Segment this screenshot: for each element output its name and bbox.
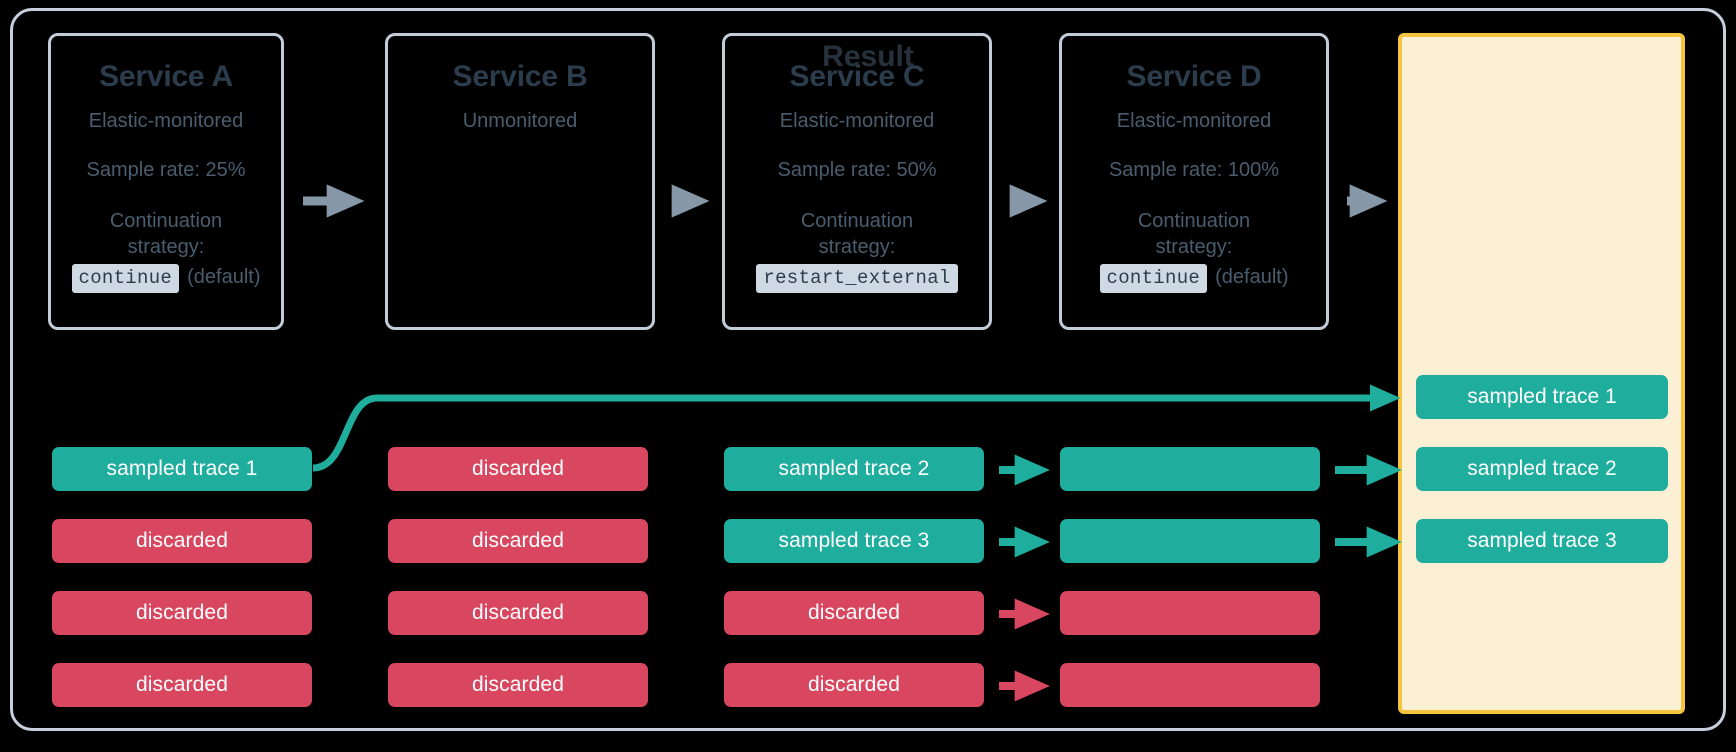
- service-d-title: Service D: [1126, 60, 1262, 93]
- service-a-continuation-label: Continuation strategy:: [109, 210, 223, 259]
- service-a-title: Service A: [99, 60, 233, 93]
- service-d-continuation-label: Continuation strategy:: [1137, 210, 1251, 259]
- result-list-item: sampled trace 3: [1416, 519, 1668, 563]
- list-item: discarded: [388, 519, 648, 563]
- service-c-sample-rate: Sample rate: 50%: [777, 159, 937, 181]
- service-c-continuation-label: Continuation strategy:: [800, 210, 914, 259]
- service-b-monitoring: Unmonitored: [462, 110, 578, 132]
- service-a-monitoring: Elastic-monitored: [88, 110, 244, 132]
- list-item: sampled trace 3: [724, 519, 984, 563]
- list-item: discarded: [52, 663, 312, 707]
- result-list-item: sampled trace 1: [1416, 375, 1668, 419]
- result-title: Result: [822, 40, 914, 73]
- list-item: discarded: [724, 591, 984, 635]
- service-d-monitoring: Elastic-monitored: [1116, 110, 1272, 132]
- list-item: [1060, 519, 1320, 563]
- service-card-c: Service C Elastic-monitored Sample rate:…: [722, 33, 992, 330]
- service-b-title: Service B: [452, 60, 588, 93]
- result-list-item: sampled trace 2: [1416, 447, 1668, 491]
- service-card-d: Service D Elastic-monitored Sample rate:…: [1059, 33, 1329, 330]
- service-a-strategy-chip: continue: [71, 263, 180, 293]
- service-a-strategy-note: (default): [187, 265, 261, 288]
- list-item: sampled trace 1: [52, 447, 312, 491]
- service-card-a: Service A Elastic-monitored Sample rate:…: [48, 33, 284, 330]
- list-item: discarded: [388, 447, 648, 491]
- service-a-sample-rate: Sample rate: 25%: [86, 159, 246, 181]
- list-item: discarded: [724, 663, 984, 707]
- service-d-strategy-row: continue (default): [1099, 263, 1289, 293]
- outer-frame: [10, 8, 1726, 731]
- service-c-strategy-row: restart_external: [756, 263, 958, 293]
- service-d-sample-rate: Sample rate: 100%: [1108, 159, 1280, 181]
- service-c-strategy-chip: restart_external: [756, 263, 958, 293]
- list-item: discarded: [388, 663, 648, 707]
- list-item: sampled trace 2: [724, 447, 984, 491]
- service-d-strategy-chip: continue: [1099, 263, 1208, 293]
- list-item: [1060, 447, 1320, 491]
- service-card-b: Service B Unmonitored: [385, 33, 655, 330]
- service-a-strategy-row: continue (default): [71, 263, 261, 293]
- list-item: [1060, 591, 1320, 635]
- list-item: [1060, 663, 1320, 707]
- result-card: [1398, 33, 1685, 714]
- service-c-monitoring: Elastic-monitored: [779, 110, 935, 132]
- list-item: discarded: [52, 591, 312, 635]
- service-d-strategy-note: (default): [1215, 265, 1289, 288]
- list-item: discarded: [388, 591, 648, 635]
- list-item: discarded: [52, 519, 312, 563]
- service-c-title: Service C: [789, 60, 925, 93]
